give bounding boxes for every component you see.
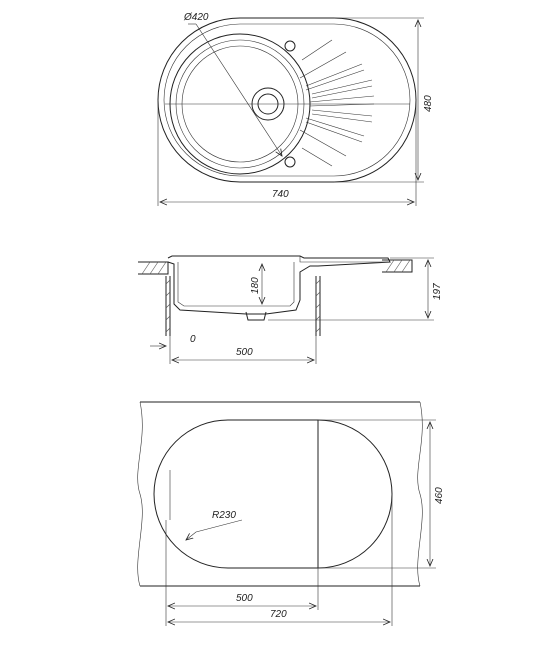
section-view: 180 197 0 500: [138, 255, 443, 364]
dim-width-label: 740: [272, 189, 289, 200]
dim-total-height-label: 197: [432, 283, 443, 300]
dim-depth-bowl-label: 180: [250, 277, 261, 294]
sink-section-inner: [177, 262, 295, 307]
dim-cutout-total-width-label: 720: [270, 609, 287, 620]
cabinet-wall-left: [165, 276, 171, 336]
tap-hole-bottom: [284, 156, 296, 168]
dim-diameter-label: Ø420: [183, 12, 209, 23]
break-line-left: [137, 401, 143, 587]
cutout-view: R230 460 500 720: [137, 401, 445, 626]
bowl-rim-lip: [299, 256, 388, 263]
tap-hole-top: [284, 40, 296, 52]
break-line-right: [417, 401, 423, 587]
drain-section: [245, 311, 267, 321]
countertop-right: [382, 259, 413, 273]
radius-leader: [186, 519, 243, 540]
dim-radius-label: R230: [212, 510, 236, 521]
countertop-left: [138, 261, 169, 275]
dim-bowl-width-label: 500: [236, 347, 253, 358]
dim-cutout-bowl-width-label: 500: [236, 593, 253, 604]
drainboard-ribs: [299, 39, 375, 167]
cutout-outline: [153, 419, 393, 569]
diameter-leader: [195, 23, 282, 156]
sink-section-outer: [167, 255, 391, 315]
cabinet-wall-right: [315, 276, 321, 336]
top-view: Ø420 740 480: [157, 12, 434, 206]
dim-cutout-height-label: 460: [434, 487, 445, 504]
sink-outline-inner: [163, 23, 411, 177]
dim-zero-label: 0: [190, 334, 196, 345]
dim-height-label: 480: [423, 95, 434, 112]
